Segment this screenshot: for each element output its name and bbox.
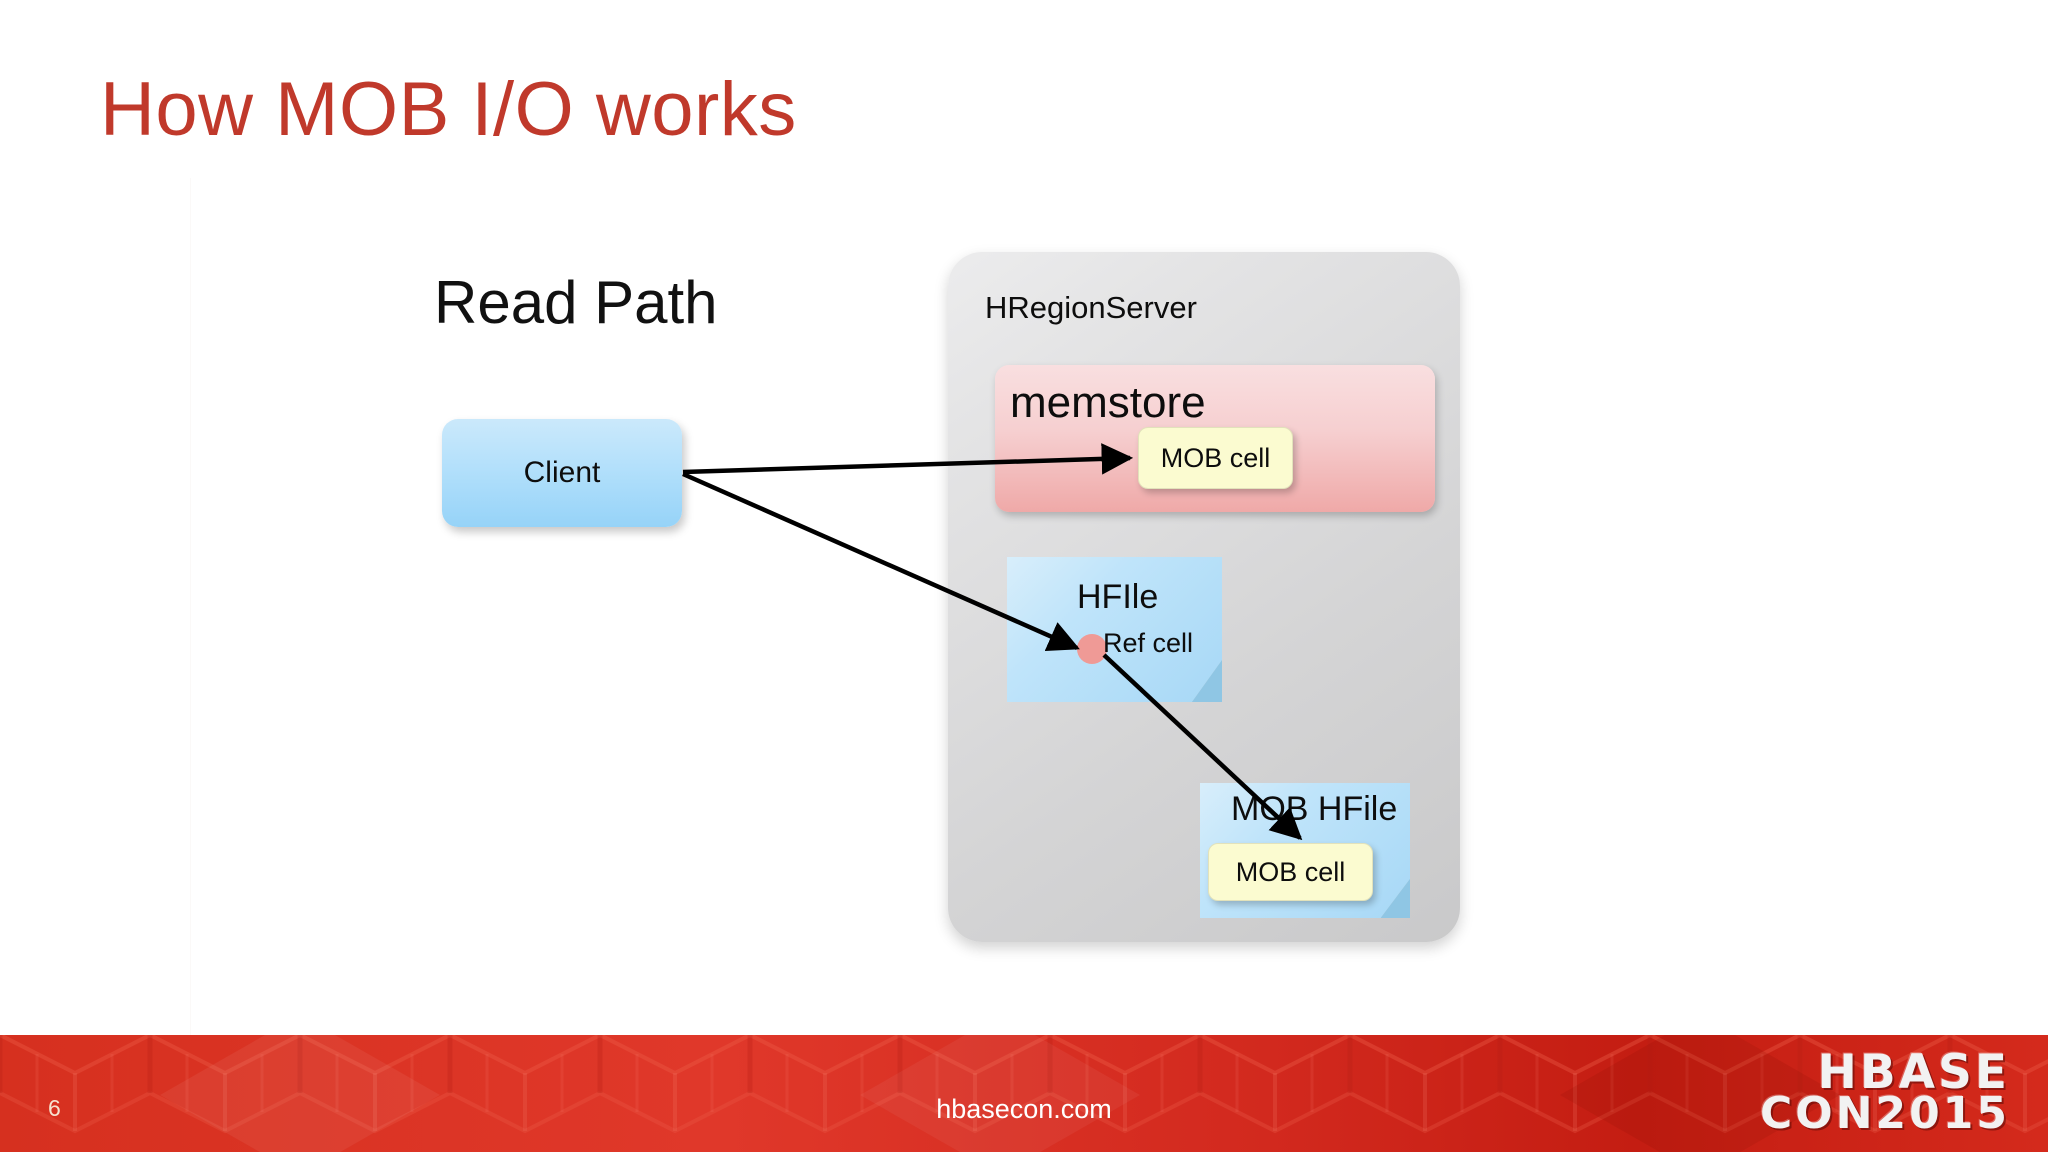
section-label-read-path: Read Path bbox=[434, 269, 718, 336]
footer-url: hbasecon.com bbox=[936, 1094, 1112, 1124]
mob-hfile-mob-cell: MOB cell bbox=[1208, 843, 1373, 901]
footer-band bbox=[0, 1035, 2048, 1152]
logo-line-2: CON2015 bbox=[1760, 1088, 2010, 1140]
client-box: Client bbox=[442, 419, 682, 527]
hbasecon-logo: HBASE CON2015 bbox=[1748, 1047, 2010, 1139]
hfile-label: HFIle bbox=[1077, 578, 1159, 616]
ref-cell-dot-icon bbox=[1077, 634, 1107, 664]
memstore-label: memstore bbox=[1010, 378, 1206, 427]
memstore-mob-cell: MOB cell bbox=[1138, 427, 1293, 489]
ref-cell-label: Ref cell bbox=[1103, 628, 1194, 658]
hregionserver-label: HRegionServer bbox=[985, 290, 1197, 325]
footer-hexagon-texture bbox=[0, 1035, 2048, 1152]
page-number: 6 bbox=[48, 1095, 61, 1121]
page-title: How MOB I/O works bbox=[100, 67, 797, 152]
mob-hfile-label: MOB HFile bbox=[1231, 790, 1398, 828]
logo-line-1: HBASE bbox=[1817, 1045, 2010, 1101]
template-divider-line bbox=[190, 178, 191, 1038]
